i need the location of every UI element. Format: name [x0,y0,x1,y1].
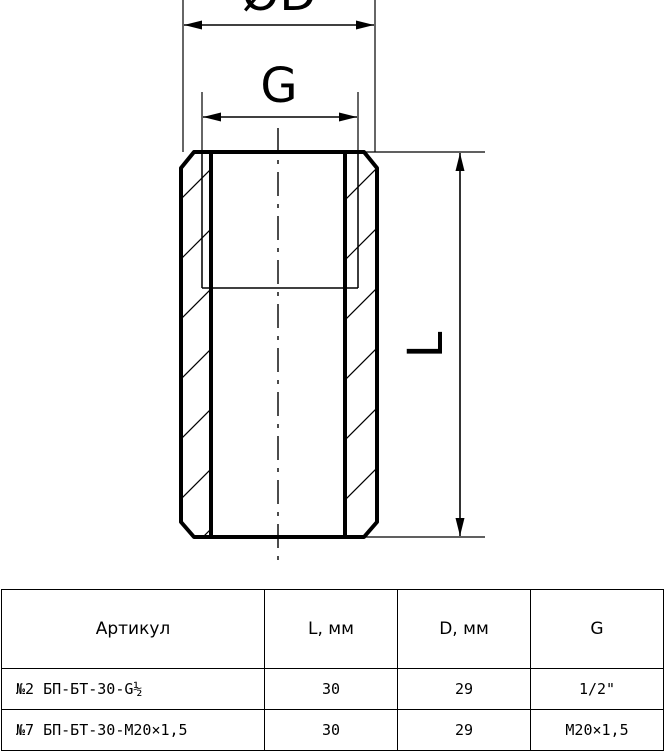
cell-thread: 1/2" [530,668,664,710]
label-outer-diameter: ØD [242,0,317,22]
part-outline [179,150,379,539]
cell-article: №2 БП-БТ-30-G½ [1,668,265,710]
cell-diameter: 29 [397,709,531,751]
dimension-lines [184,20,465,536]
header-article: Артикул [1,589,265,669]
cell-length: 30 [264,709,398,751]
table-row: №7 БП-БТ-30-М20×1,5 30 29 М20×1,5 [1,709,664,751]
header-thread: G [530,589,664,669]
thread-lines [201,152,359,289]
cell-length: 30 [264,668,398,710]
cell-article: №7 БП-БТ-30-М20×1,5 [1,709,265,751]
table-row: №2 БП-БТ-30-G½ 30 29 1/2" [1,668,664,710]
spec-table: Артикул L, мм D, мм G №2 БП-БТ-30-G½ 30 … [1,589,664,751]
label-length: L [398,331,454,358]
extension-lines [182,0,485,538]
header-length: L, мм [264,589,398,669]
technical-drawing: ØD G L [179,0,485,560]
hatching [181,152,211,537]
hatching [345,152,377,537]
cell-thread: М20×1,5 [530,709,664,751]
cell-diameter: 29 [397,668,531,710]
header-diameter: D, мм [397,589,531,669]
table-header-row: Артикул L, мм D, мм G [1,589,664,669]
label-thread: G [260,58,297,114]
